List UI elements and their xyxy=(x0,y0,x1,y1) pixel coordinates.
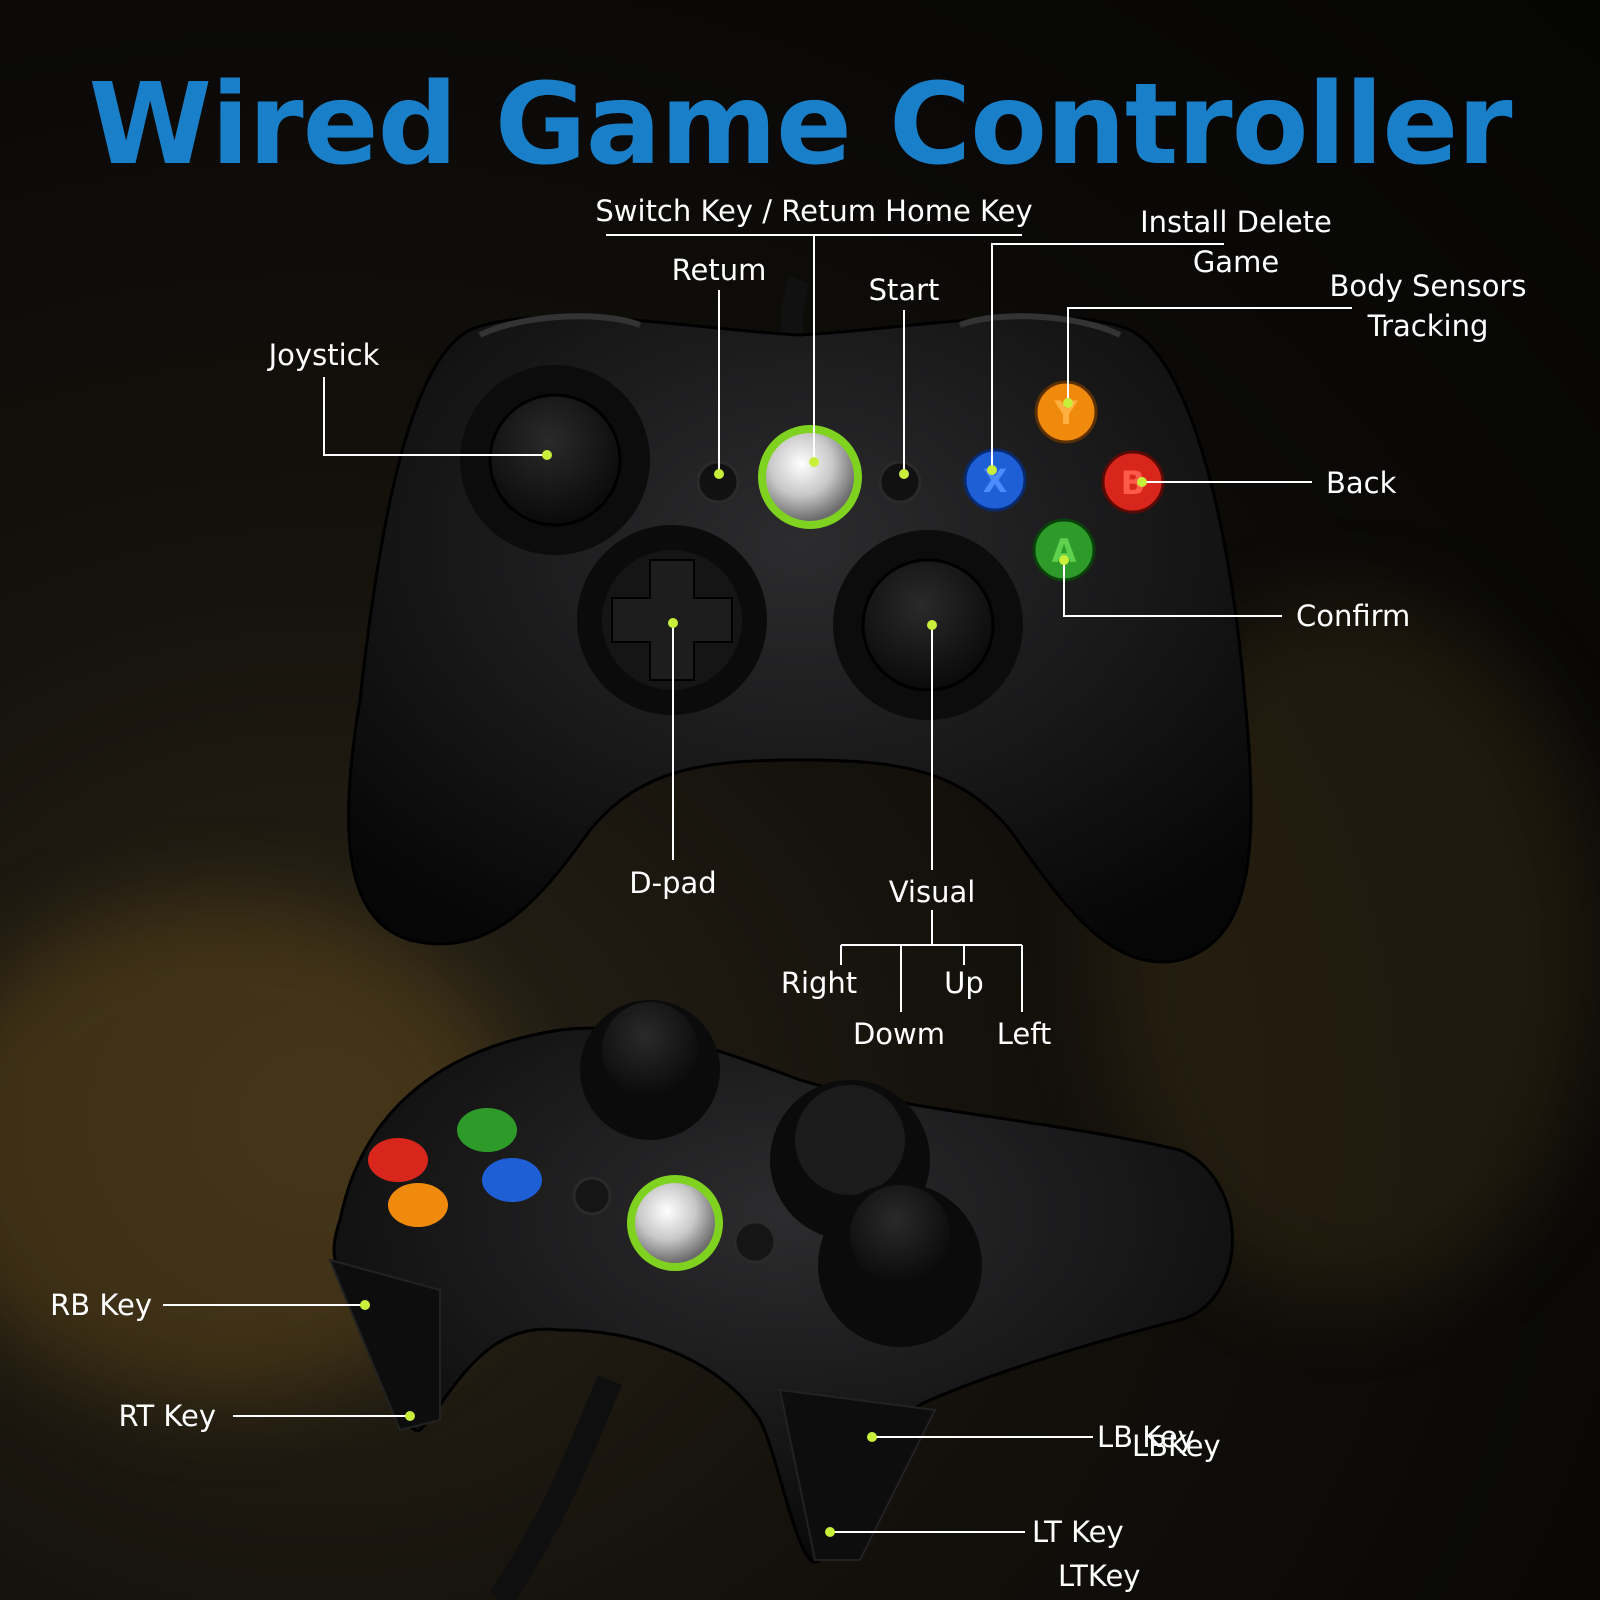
controller-body xyxy=(332,1026,1234,1564)
label-dpad: D-pad xyxy=(629,866,717,900)
button-x xyxy=(963,448,1027,512)
leader-dot xyxy=(825,1527,835,1537)
leader-dot xyxy=(360,1300,370,1310)
leader-dot xyxy=(1059,555,1069,565)
leader-dot xyxy=(867,1432,877,1442)
page-title: Wired Game Controller xyxy=(88,60,1512,190)
leader-dot xyxy=(1137,477,1147,487)
leader-dot xyxy=(542,450,552,460)
button-y xyxy=(388,1183,448,1227)
label-back: Back xyxy=(1326,466,1397,500)
label-rb-key: RB Key xyxy=(50,1288,152,1322)
controller-bottom xyxy=(328,1000,1234,1600)
leader-lines xyxy=(163,234,1352,1533)
leader-dot xyxy=(1063,398,1073,408)
label-dowm: Dowm xyxy=(852,1017,946,1051)
leader-dot xyxy=(668,618,678,628)
label-visual: Visual xyxy=(888,875,976,909)
label-joystick: Joystick xyxy=(268,338,380,372)
label-lt-key: LT Key xyxy=(1032,1515,1124,1549)
label-lb-key: LB Key xyxy=(1097,1420,1195,1454)
start-button xyxy=(878,460,922,504)
controller-top: Y X B A xyxy=(347,313,1253,964)
leader-dot xyxy=(927,620,937,630)
leader-dot xyxy=(809,457,819,467)
label-install-delete-game: Game xyxy=(1192,245,1280,279)
label-up: Up xyxy=(944,966,984,1000)
label-left: Left xyxy=(996,1017,1052,1051)
label-start: Start xyxy=(868,273,940,307)
label-lb-key-duplicate: LBKey xyxy=(1132,1429,1221,1463)
label-right: Right xyxy=(780,966,858,1000)
button-y xyxy=(1034,380,1098,444)
button-b xyxy=(368,1138,428,1182)
label-switch-key: Switch Key / Retum Home Key xyxy=(595,194,1033,228)
label-install-delete: Install Delete xyxy=(1140,205,1332,239)
label-confirm: Confirm xyxy=(1296,599,1411,633)
label-body-sensors-tracking: Tracking xyxy=(1367,309,1489,343)
leader-dot xyxy=(714,469,724,479)
label-body-sensors: Body Sensors xyxy=(1329,269,1527,303)
label-lt-key-duplicate: LTKey xyxy=(1058,1559,1141,1593)
button-a xyxy=(457,1108,517,1152)
cable xyxy=(489,1374,622,1600)
leader-dot xyxy=(987,465,997,475)
leader-dots xyxy=(360,398,1147,1537)
leader-dot xyxy=(405,1411,415,1421)
button-x xyxy=(482,1158,542,1202)
label-rt-key: RT Key xyxy=(118,1399,216,1433)
label-retum: Retum xyxy=(671,253,767,287)
leader-dot xyxy=(899,469,909,479)
